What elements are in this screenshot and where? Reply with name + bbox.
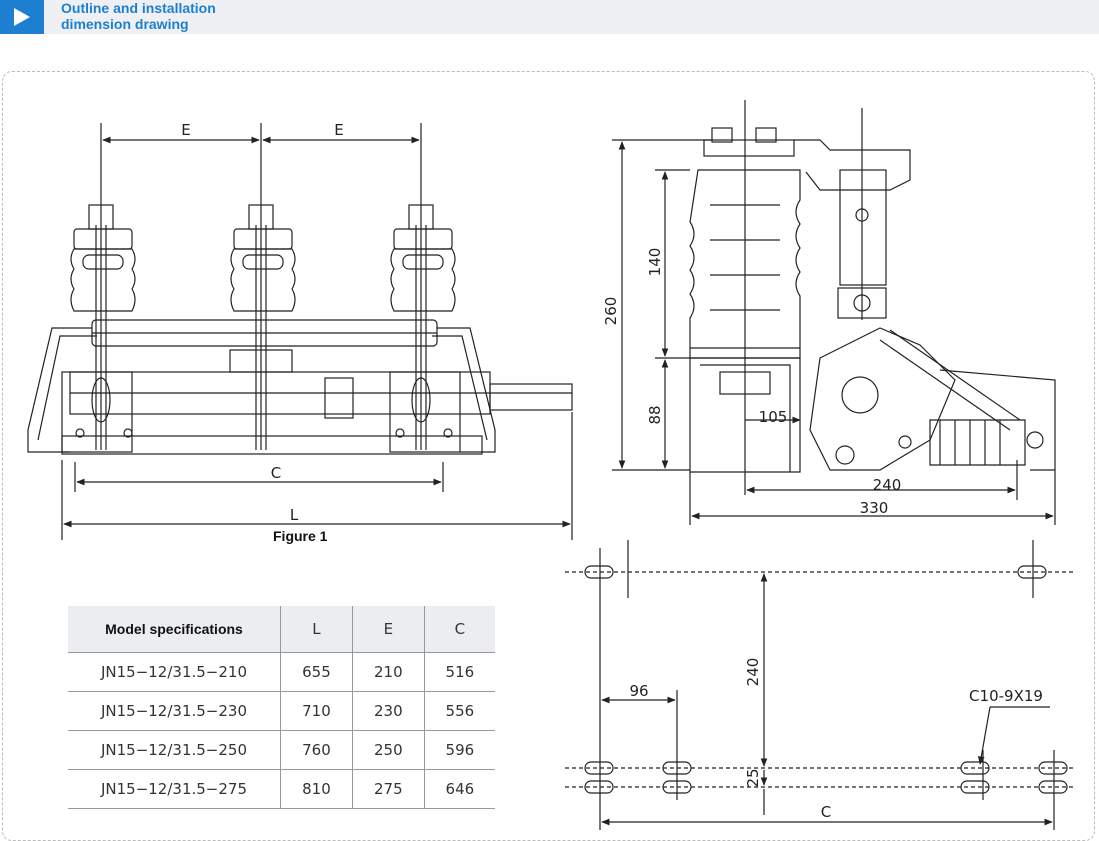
dim-c-front: C (271, 464, 281, 482)
table-row: JN15−12/31.5−210 655 210 516 (68, 652, 495, 692)
front-view (27, 123, 573, 540)
dim-c-mount: C (821, 803, 831, 821)
hole-label: C10-9X19 (969, 687, 1043, 705)
cell-e: 210 (351, 652, 425, 692)
dim-240-mount: 240 (744, 658, 762, 687)
spec-table: Model specifications L E C JN15−12/31.5−… (68, 606, 495, 809)
cell-model: JN15−12/31.5−210 (68, 652, 281, 692)
col-header-l: L (280, 606, 353, 653)
play-icon[interactable] (0, 0, 44, 34)
pole-right (390, 204, 456, 450)
dim-240-side: 240 (873, 476, 902, 494)
cell-e: 275 (351, 769, 425, 809)
col-header-model: Model specifications (68, 606, 281, 653)
cell-model: JN15−12/31.5−230 (68, 691, 281, 731)
dim-e-right: E (334, 121, 343, 139)
title-line-2: dimension drawing (61, 16, 189, 32)
dim-25: 25 (744, 768, 762, 787)
table-row: JN15−12/31.5−230 710 230 556 (68, 691, 495, 731)
cell-l: 655 (280, 652, 353, 692)
section-header (0, 0, 1099, 34)
cell-c: 516 (423, 652, 495, 692)
pole-left (70, 204, 136, 450)
figure-caption: Figure 1 (273, 528, 328, 544)
cell-l: 710 (280, 691, 353, 731)
cell-c: 646 (423, 769, 495, 809)
table-row: JN15−12/31.5−275 810 275 646 (68, 769, 495, 809)
col-header-e: E (351, 606, 425, 653)
dim-88: 88 (646, 405, 664, 424)
cell-c: 596 (423, 730, 495, 770)
title-line-1: Outline and installation (61, 0, 216, 16)
side-view (612, 100, 1056, 525)
cell-c: 556 (423, 691, 495, 731)
cell-l: 760 (280, 730, 353, 770)
cell-model: JN15−12/31.5−250 (68, 730, 281, 770)
dim-105: 105 (759, 408, 788, 426)
dim-330: 330 (860, 499, 889, 517)
dim-260: 260 (602, 297, 620, 326)
dim-96: 96 (629, 682, 648, 700)
table-header-row: Model specifications L E C (68, 606, 495, 653)
dim-140: 140 (646, 248, 664, 277)
table-row: JN15−12/31.5−250 760 250 596 (68, 730, 495, 770)
cell-e: 230 (351, 691, 425, 731)
section-title: Outline and installation dimension drawi… (61, 0, 216, 32)
col-header-c: C (423, 606, 495, 653)
cell-e: 250 (351, 730, 425, 770)
pole-middle (229, 204, 296, 450)
cell-l: 810 (280, 769, 353, 809)
dim-e-left: E (181, 121, 190, 139)
dim-l-front: L (290, 506, 299, 524)
mounting-view (565, 540, 1075, 830)
cell-model: JN15−12/31.5−275 (68, 769, 281, 809)
